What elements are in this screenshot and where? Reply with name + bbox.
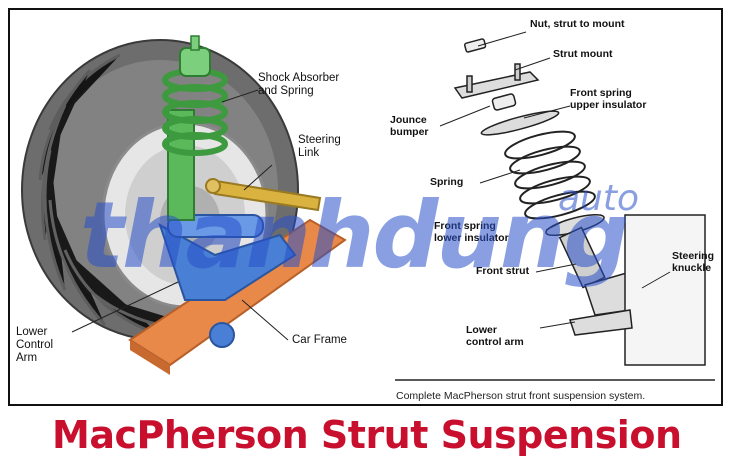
label-nut-strut-to-mount: Nut, strut to mount <box>530 18 625 30</box>
figure-caption: Complete MacPherson strut front suspensi… <box>396 390 646 402</box>
label-shock-absorber-and-spring: Shock Absorber and Spring <box>258 72 340 97</box>
label-front-spring-lower-insulator: Front spring lower insulator <box>434 220 509 244</box>
label-steering-knuckle: Steering knuckle <box>672 250 715 274</box>
label-lower-control-arm-right: Lower control arm <box>466 324 524 348</box>
label-car-frame: Car Frame <box>292 334 347 346</box>
diagram-frame: Shock Absorber and Spring Steering Link … <box>8 8 723 406</box>
label-steering-link: Steering Link <box>298 134 341 159</box>
label-front-spring-upper-insulator: Front spring upper insulator <box>570 87 647 111</box>
watermark-main: thanhdung <box>80 182 629 289</box>
label-lower-control-arm-left: Lower Control Arm <box>16 326 54 364</box>
exploded-strut-view <box>395 38 715 381</box>
label-strut-mount: Strut mount <box>553 48 613 60</box>
label-spring: Spring <box>430 176 464 188</box>
leader-lines <box>71 31 671 341</box>
suspension-illustration <box>21 31 715 381</box>
page-title: MacPherson Strut Suspension <box>52 413 682 457</box>
wheel-illustration <box>21 35 347 375</box>
watermark-sub: auto <box>558 178 640 219</box>
label-jounce-bumper: Jounce bumper <box>390 114 429 138</box>
label-front-strut: Front strut <box>476 265 530 277</box>
